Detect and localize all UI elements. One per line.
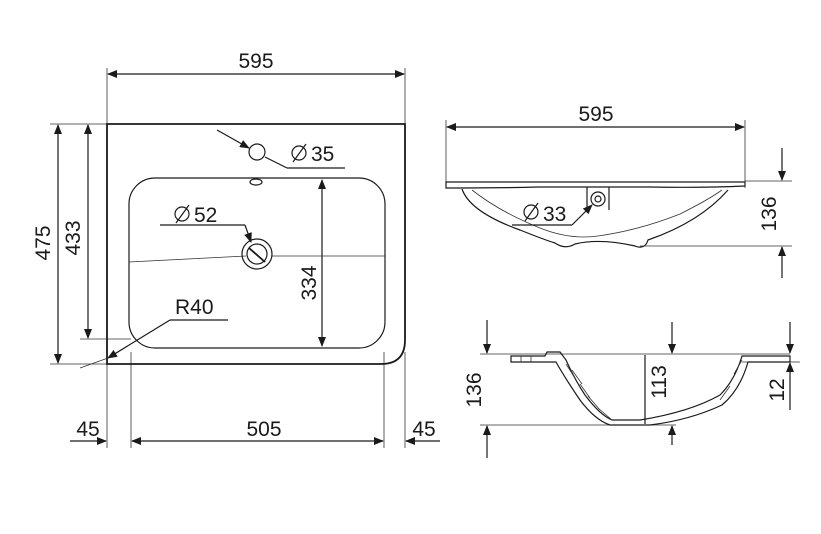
bowl-outline [128,177,386,349]
dim-overall-depth: 475 [32,225,55,260]
diameter-symbol [291,143,307,163]
tap-hole [248,143,266,161]
section-profile [510,351,791,426]
dim-basin-depth: 334 [298,265,321,300]
overflow-hole [249,178,263,186]
label-overflow-hole: 33 [543,203,566,226]
dim-front-width: 595 [578,103,613,126]
front-bowl-profile [461,188,729,248]
dim-side-left: 45 [76,418,99,441]
dim-section-height: 136 [463,372,486,407]
front-view: 595 33 136 [445,103,792,278]
label-tap-hole: 35 [311,143,334,166]
front-overflow [590,191,606,207]
drain-hole [241,238,273,270]
section-view: 136 113 12 [463,320,800,458]
dim-basin-width: 505 [246,418,281,441]
diameter-symbol [523,202,539,222]
dim-front-height: 136 [758,196,781,231]
dim-section-inner-depth: 113 [648,365,671,398]
diameter-symbol [174,204,190,224]
top-view: 595 475 433 334 45 505 45 35 52 R40 [32,50,440,448]
dim-inner-depth: 433 [62,220,85,255]
label-drain-hole: 52 [194,204,217,227]
basin-outline [106,123,406,365]
dim-overall-width: 595 [238,50,273,73]
dim-rim-thickness: 12 [766,378,789,401]
label-corner-radius: R40 [175,296,214,319]
dim-side-right: 45 [412,418,435,441]
